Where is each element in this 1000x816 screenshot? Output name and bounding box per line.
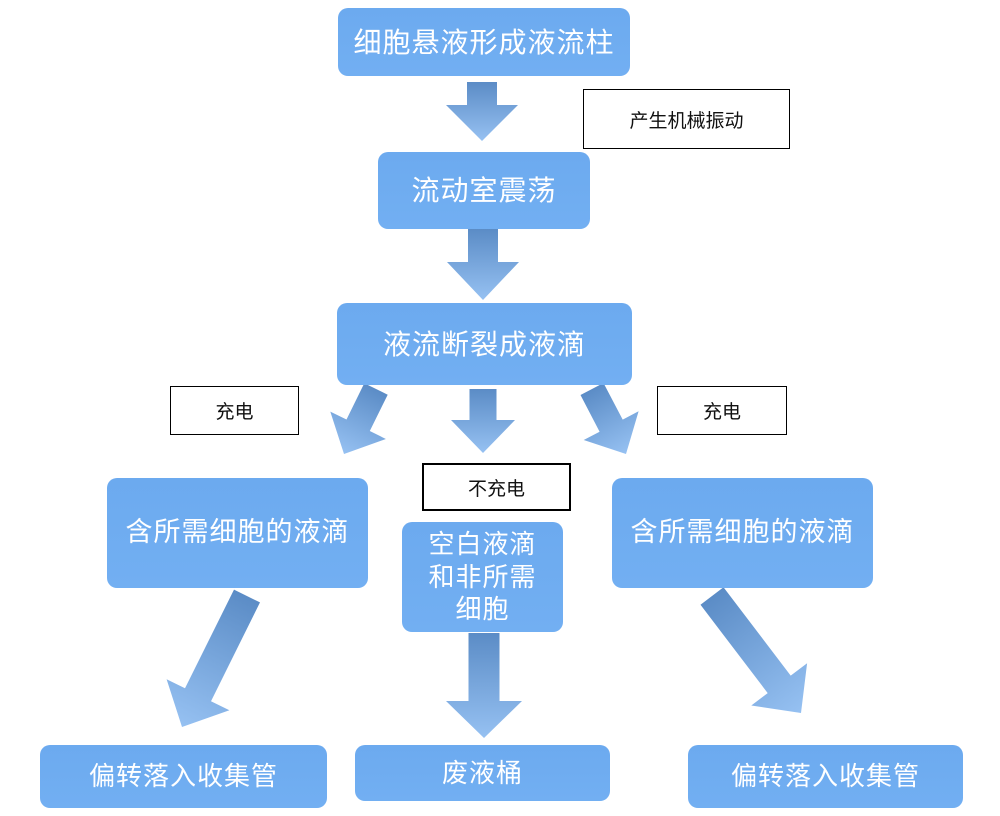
node-desired-cell-droplets-left: 含所需细胞的液滴 (107, 478, 368, 588)
annotation-charge-right: 充电 (657, 386, 787, 435)
node-label: 偏转落入收集管 (730, 761, 920, 792)
annotation-label: 充电 (702, 402, 741, 423)
node-label: 废液桶 (441, 757, 523, 788)
diagonal-left-arrow-icon (166, 589, 260, 727)
node-label: 含所需细胞的液滴 (630, 517, 855, 548)
diagonal-right-arrow-icon (580, 383, 639, 454)
down-arrow-icon (447, 229, 519, 300)
node-deflect-into-collection-tube-right: 偏转落入收集管 (688, 745, 963, 808)
annotation-no-charge: 不充电 (422, 463, 571, 511)
node-label: 含所需细胞的液滴 (125, 517, 350, 548)
annotation-charge-left: 充电 (170, 386, 299, 435)
node-label: 细胞悬液形成液流柱 (353, 26, 615, 58)
annotation-label: 充电 (215, 402, 254, 423)
diagonal-left-arrow-icon (330, 383, 388, 454)
node-deflect-into-collection-tube-left: 偏转落入收集管 (40, 745, 327, 808)
node-cell-suspension: 细胞悬液形成液流柱 (338, 8, 630, 76)
node-label: 流动室震荡 (411, 175, 557, 206)
diagonal-right-arrow-icon (700, 587, 808, 713)
down-arrow-icon (446, 633, 522, 738)
node-desired-cell-droplets-right: 含所需细胞的液滴 (612, 478, 873, 588)
node-label: 偏转落入收集管 (88, 761, 278, 792)
annotation-mechanical-vibration: 产生机械振动 (583, 89, 790, 149)
node-stream-breaks-into-droplets: 液流断裂成液滴 (337, 303, 632, 385)
annotation-label: 不充电 (467, 478, 525, 500)
down-arrow-icon (446, 82, 518, 141)
down-arrow-icon (451, 389, 515, 453)
node-blank-droplets-undesired-cells: 空白液滴 和非所需 细胞 (402, 522, 563, 632)
node-flow-chamber-oscillation: 流动室震荡 (378, 152, 590, 229)
node-label: 液流断裂成液滴 (382, 328, 586, 360)
node-label: 空白液滴 和非所需 细胞 (428, 529, 537, 625)
annotation-label: 产生机械振动 (629, 110, 744, 132)
node-waste-container: 废液桶 (355, 745, 610, 801)
